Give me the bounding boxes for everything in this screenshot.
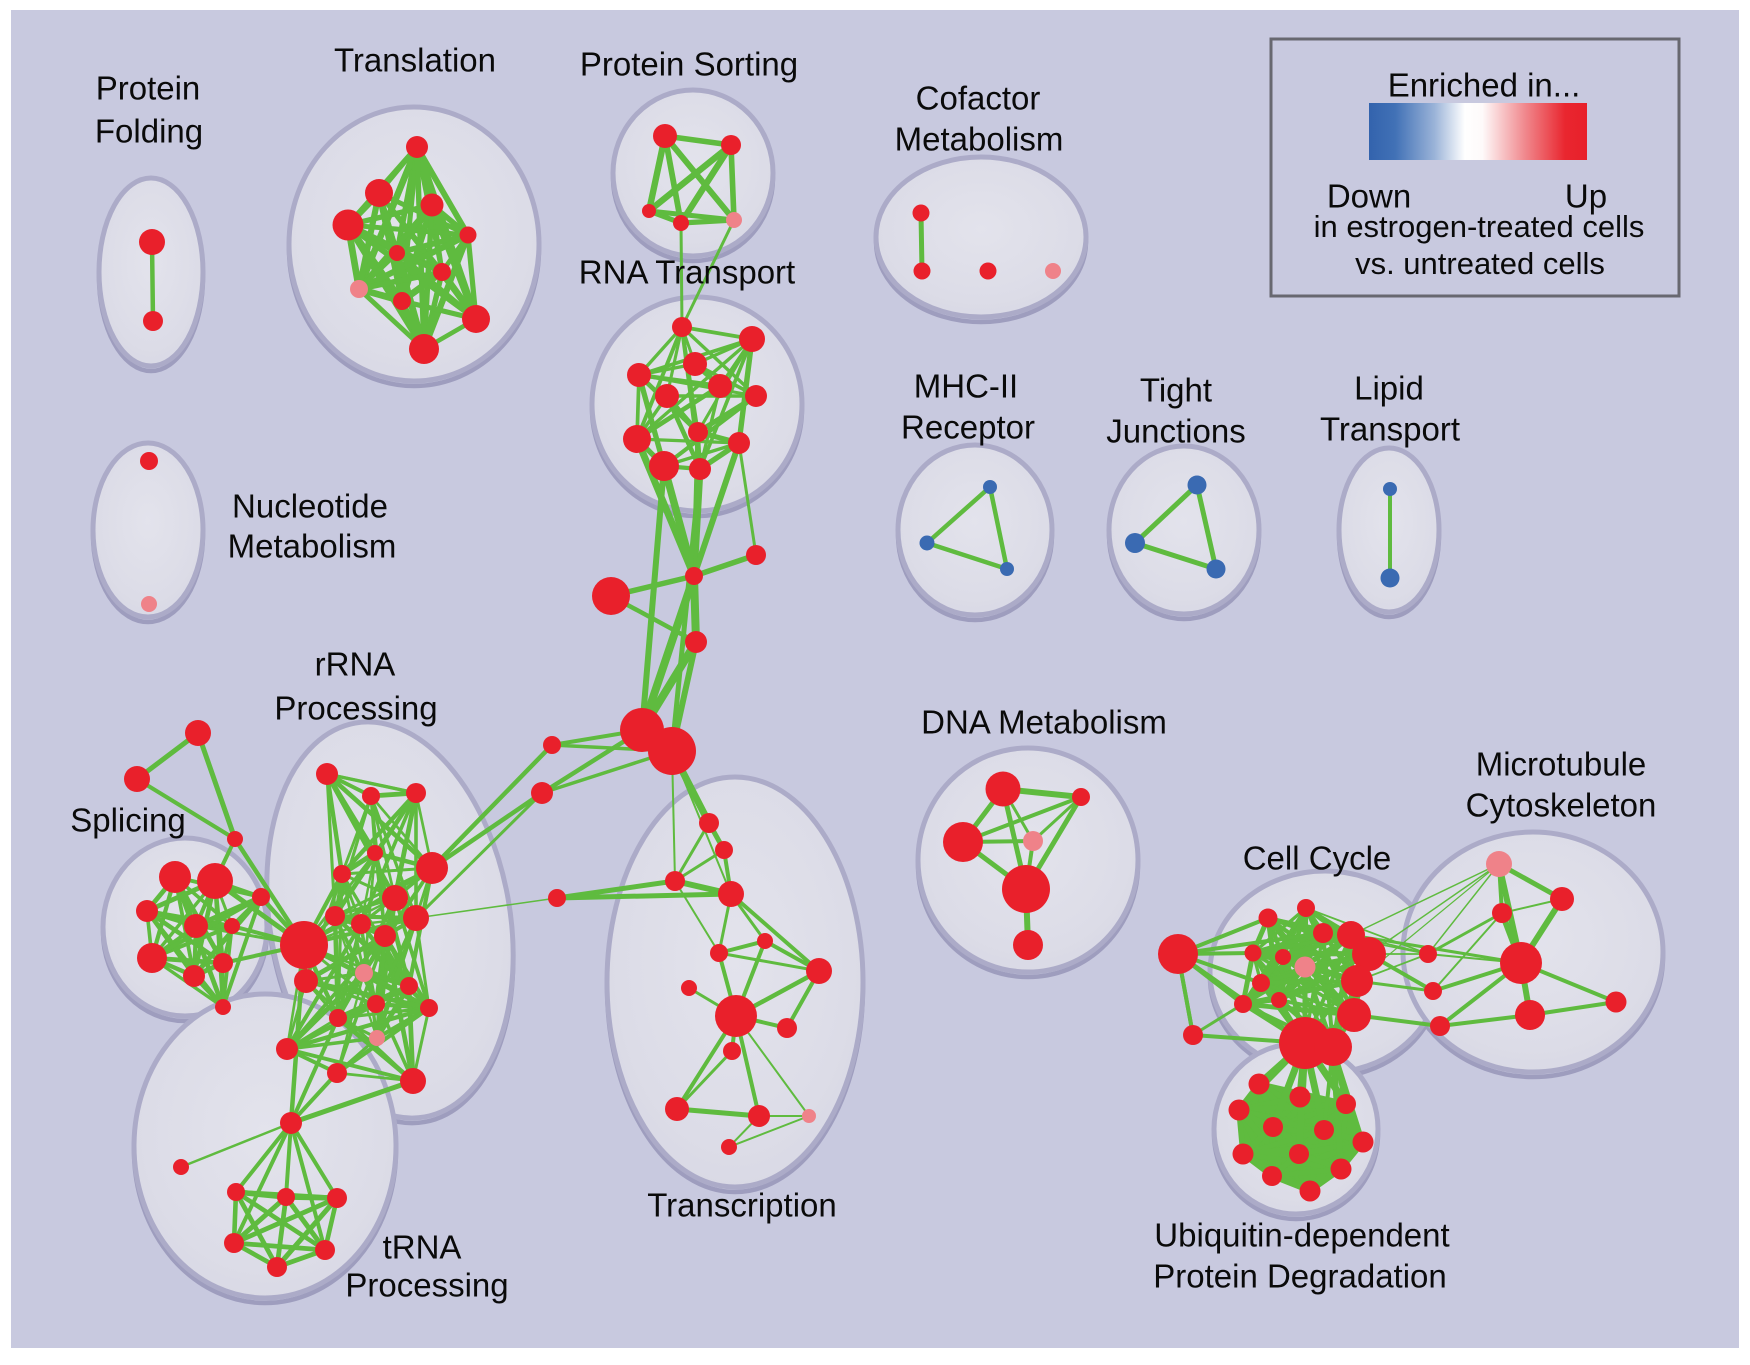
svg-text:Nucleotide: Nucleotide <box>232 488 388 525</box>
svg-text:Transcription: Transcription <box>647 1187 837 1224</box>
svg-text:Folding: Folding <box>95 113 203 150</box>
svg-text:rRNA: rRNA <box>315 646 396 683</box>
svg-text:Cell Cycle: Cell Cycle <box>1243 840 1392 877</box>
svg-text:Enriched in...: Enriched in... <box>1388 67 1581 104</box>
svg-text:Translation: Translation <box>334 42 496 79</box>
svg-text:vs. untreated cells: vs. untreated cells <box>1355 246 1605 281</box>
svg-text:Processing: Processing <box>274 690 437 727</box>
svg-text:Junctions: Junctions <box>1106 413 1245 450</box>
svg-text:Lipid: Lipid <box>1354 370 1424 407</box>
svg-text:Processing: Processing <box>345 1267 508 1304</box>
svg-text:Splicing: Splicing <box>70 802 186 839</box>
svg-text:Receptor: Receptor <box>901 409 1035 446</box>
svg-text:Down: Down <box>1327 178 1411 215</box>
svg-text:in estrogen-treated cells: in estrogen-treated cells <box>1314 209 1645 244</box>
svg-text:Protein Degradation: Protein Degradation <box>1153 1258 1447 1295</box>
svg-text:Metabolism: Metabolism <box>228 528 397 565</box>
svg-text:Protein: Protein <box>96 70 201 107</box>
svg-text:DNA Metabolism: DNA Metabolism <box>921 704 1167 741</box>
svg-text:MHC-II: MHC-II <box>914 368 1018 405</box>
svg-text:Microtubule: Microtubule <box>1476 746 1647 783</box>
svg-text:Transport: Transport <box>1320 411 1460 448</box>
svg-text:Ubiquitin-dependent: Ubiquitin-dependent <box>1154 1217 1449 1254</box>
svg-text:Cofactor: Cofactor <box>916 80 1041 117</box>
svg-text:Metabolism: Metabolism <box>895 121 1064 158</box>
svg-text:RNA Transport: RNA Transport <box>579 254 795 291</box>
svg-text:tRNA: tRNA <box>383 1229 462 1266</box>
svg-text:Tight: Tight <box>1140 372 1212 409</box>
svg-text:Protein Sorting: Protein Sorting <box>580 46 798 83</box>
svg-text:Cytoskeleton: Cytoskeleton <box>1466 787 1657 824</box>
svg-text:Up: Up <box>1565 178 1607 215</box>
